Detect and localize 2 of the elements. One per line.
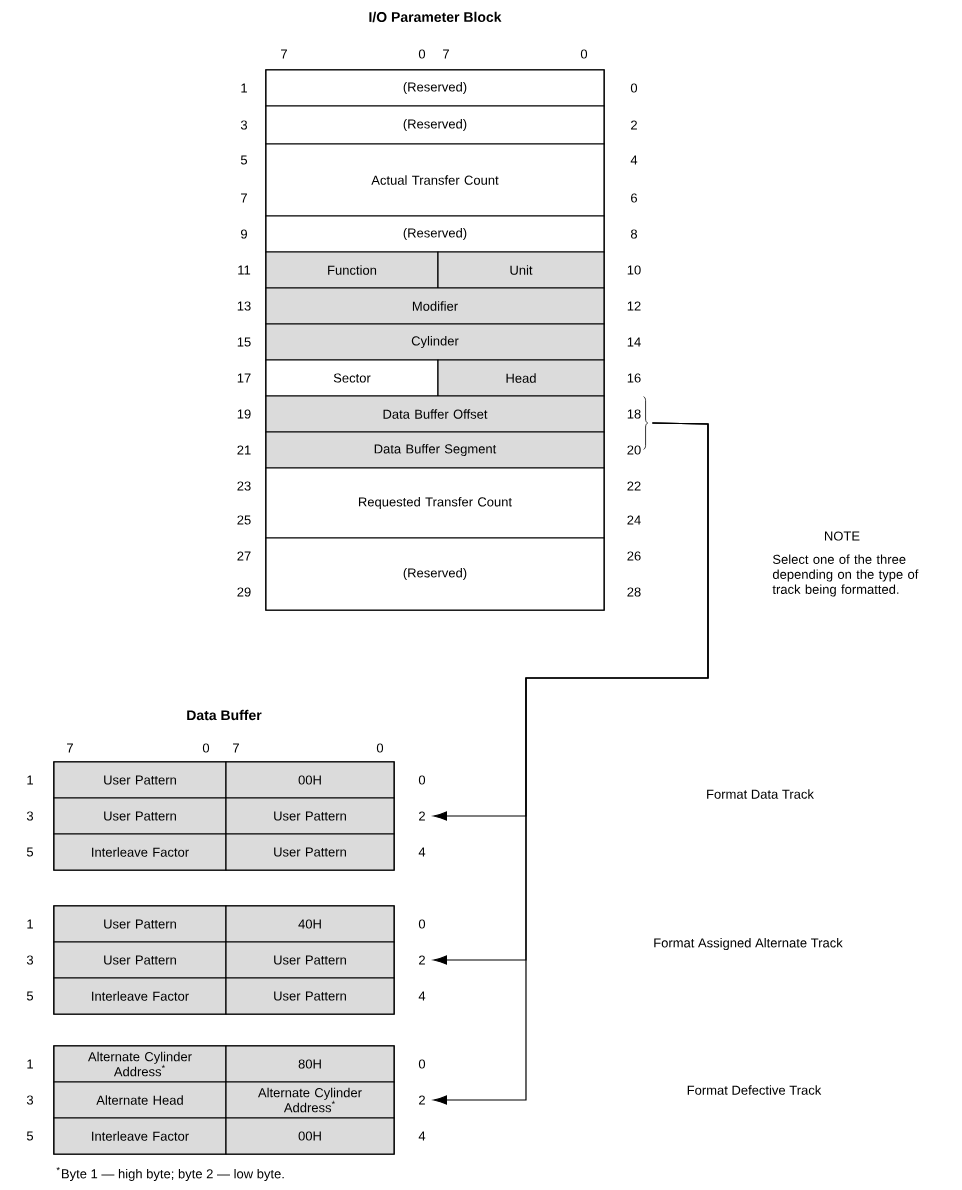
- brace: [643, 396, 648, 450]
- arrow: [433, 422, 709, 1105]
